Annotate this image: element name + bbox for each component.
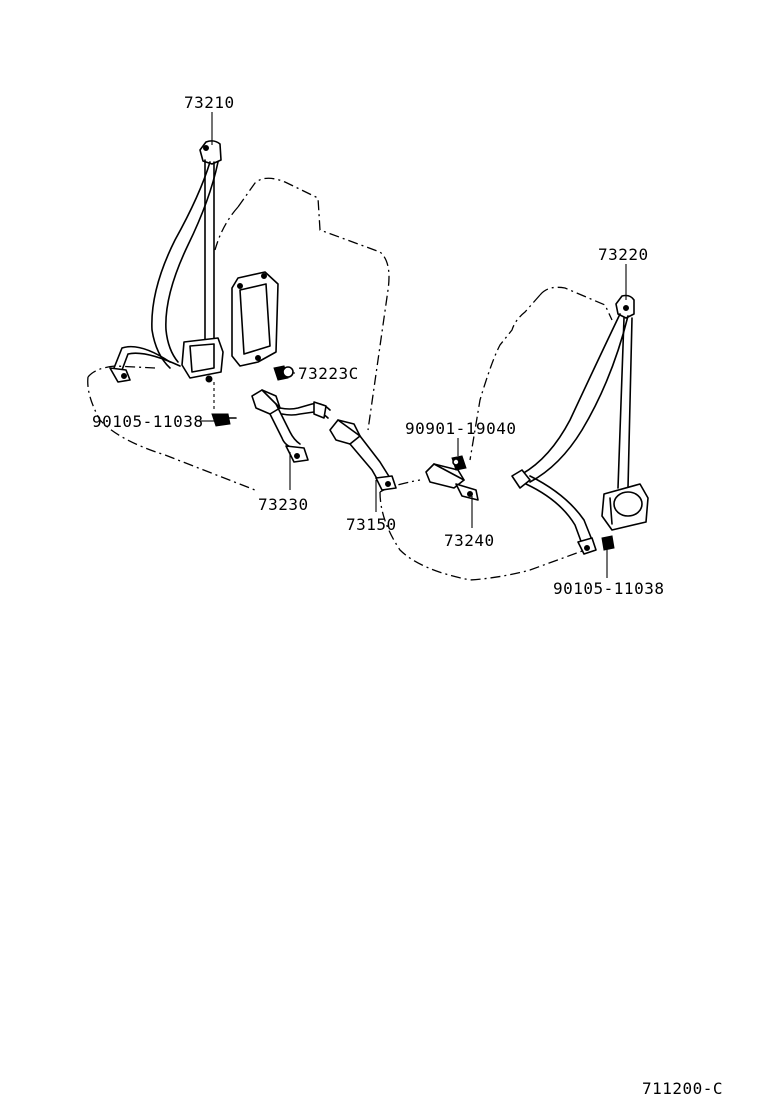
label-73220: 73220 [598,245,649,264]
buckle-73230 [251,389,331,463]
label-73210: 73210 [184,93,235,112]
label-73150: 73150 [346,515,397,534]
label-90105-11038-right: 90105-11038 [553,579,664,598]
label-73240: 73240 [444,531,495,550]
figure-code: 711200-C [642,1079,723,1098]
right-outer-belt [511,294,649,555]
label-73230: 73230 [258,495,309,514]
buckle-73150 [329,419,397,491]
buckle-73240 [425,455,479,501]
label-90105-11038-left: 90105-11038 [92,412,203,431]
right-seat-outline [379,286,613,581]
left-outer-belt [109,140,237,427]
bolt-73223c [273,365,294,381]
label-73223c: 73223C [298,364,359,383]
label-90901-19040: 90901-19040 [405,419,516,438]
sensor-bracket [231,271,279,367]
leader-lines [200,112,627,578]
